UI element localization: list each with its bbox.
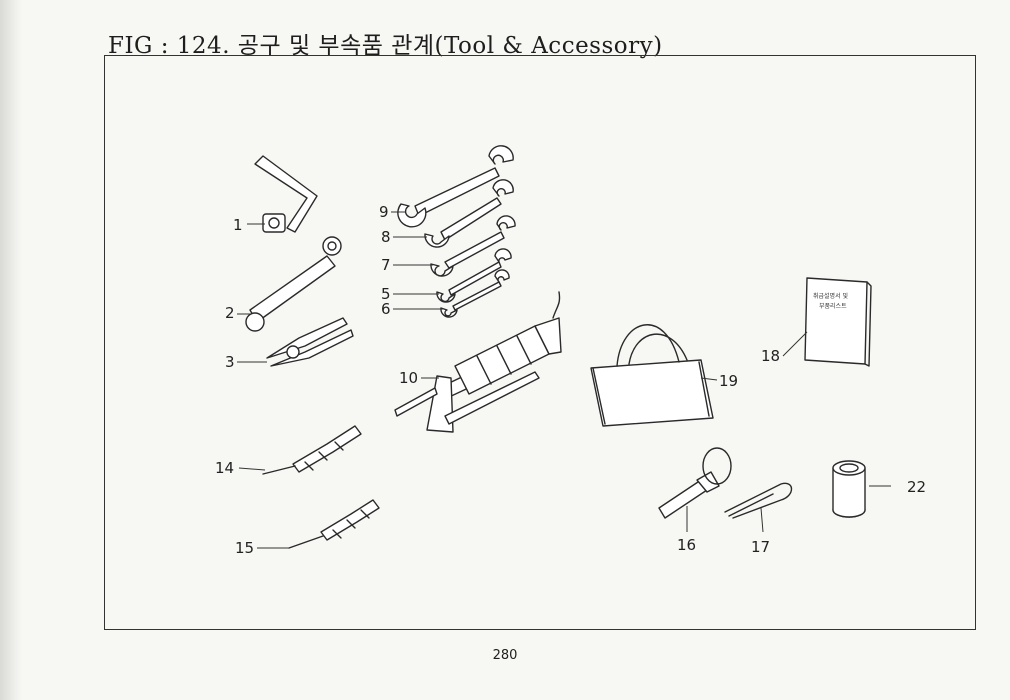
- callout-19: 19: [719, 372, 738, 390]
- manual-cover-line1: 취급설명서 및: [813, 292, 849, 300]
- callout-17: 16: [677, 536, 696, 554]
- part-2-offset-wrench: [237, 236, 342, 332]
- callout-8: 8: [381, 228, 391, 246]
- part-22-filter: [832, 460, 891, 518]
- callout-18: 17: [751, 538, 770, 556]
- callout-6: 5: [381, 285, 391, 303]
- part-1-socket-wrench: [247, 155, 318, 233]
- part-8-spanner: [393, 179, 514, 248]
- page-title: FIG : 124. 공구 및 부속품 관계(Tool & Accessory): [108, 33, 663, 59]
- part-17-pin: [658, 447, 732, 532]
- exploded-parts-diagram: 1 2 3 9: [215, 145, 926, 557]
- callout-9: 9: [379, 203, 389, 221]
- callout-1: 1: [233, 216, 243, 234]
- part-5-spanner: [393, 269, 510, 318]
- callout-2: 2: [225, 304, 235, 322]
- callout-7: 7: [381, 256, 391, 274]
- part-9-spanner: [391, 145, 514, 228]
- binding-shadow: [0, 0, 22, 700]
- part-16-manual-booklet: 취급설명서 및 부품리스트: [782, 277, 872, 367]
- part-3-pliers: [237, 317, 354, 367]
- page-number: 280: [492, 648, 518, 663]
- part-6-spanner: [393, 248, 512, 303]
- callout-3: 3: [225, 353, 235, 371]
- callout-14: 14: [215, 459, 234, 477]
- part-15-screwdriver: [257, 499, 380, 549]
- callout-16: 18: [761, 347, 780, 365]
- callout-10: 10: [399, 369, 418, 387]
- part-14-screwdriver: [238, 425, 362, 475]
- manual-cover-line2: 부품리스트: [819, 302, 847, 310]
- part-18-clip: [724, 482, 793, 533]
- part-7-spanner: [393, 215, 516, 277]
- part-19-tool-bag: [590, 324, 718, 427]
- callout-22: 22: [907, 478, 926, 496]
- figure-frame: 1 2 3 9: [104, 55, 976, 630]
- callout-5: 6: [381, 300, 391, 318]
- callout-15: 15: [235, 539, 254, 557]
- part-10-grease-gun: [394, 291, 562, 433]
